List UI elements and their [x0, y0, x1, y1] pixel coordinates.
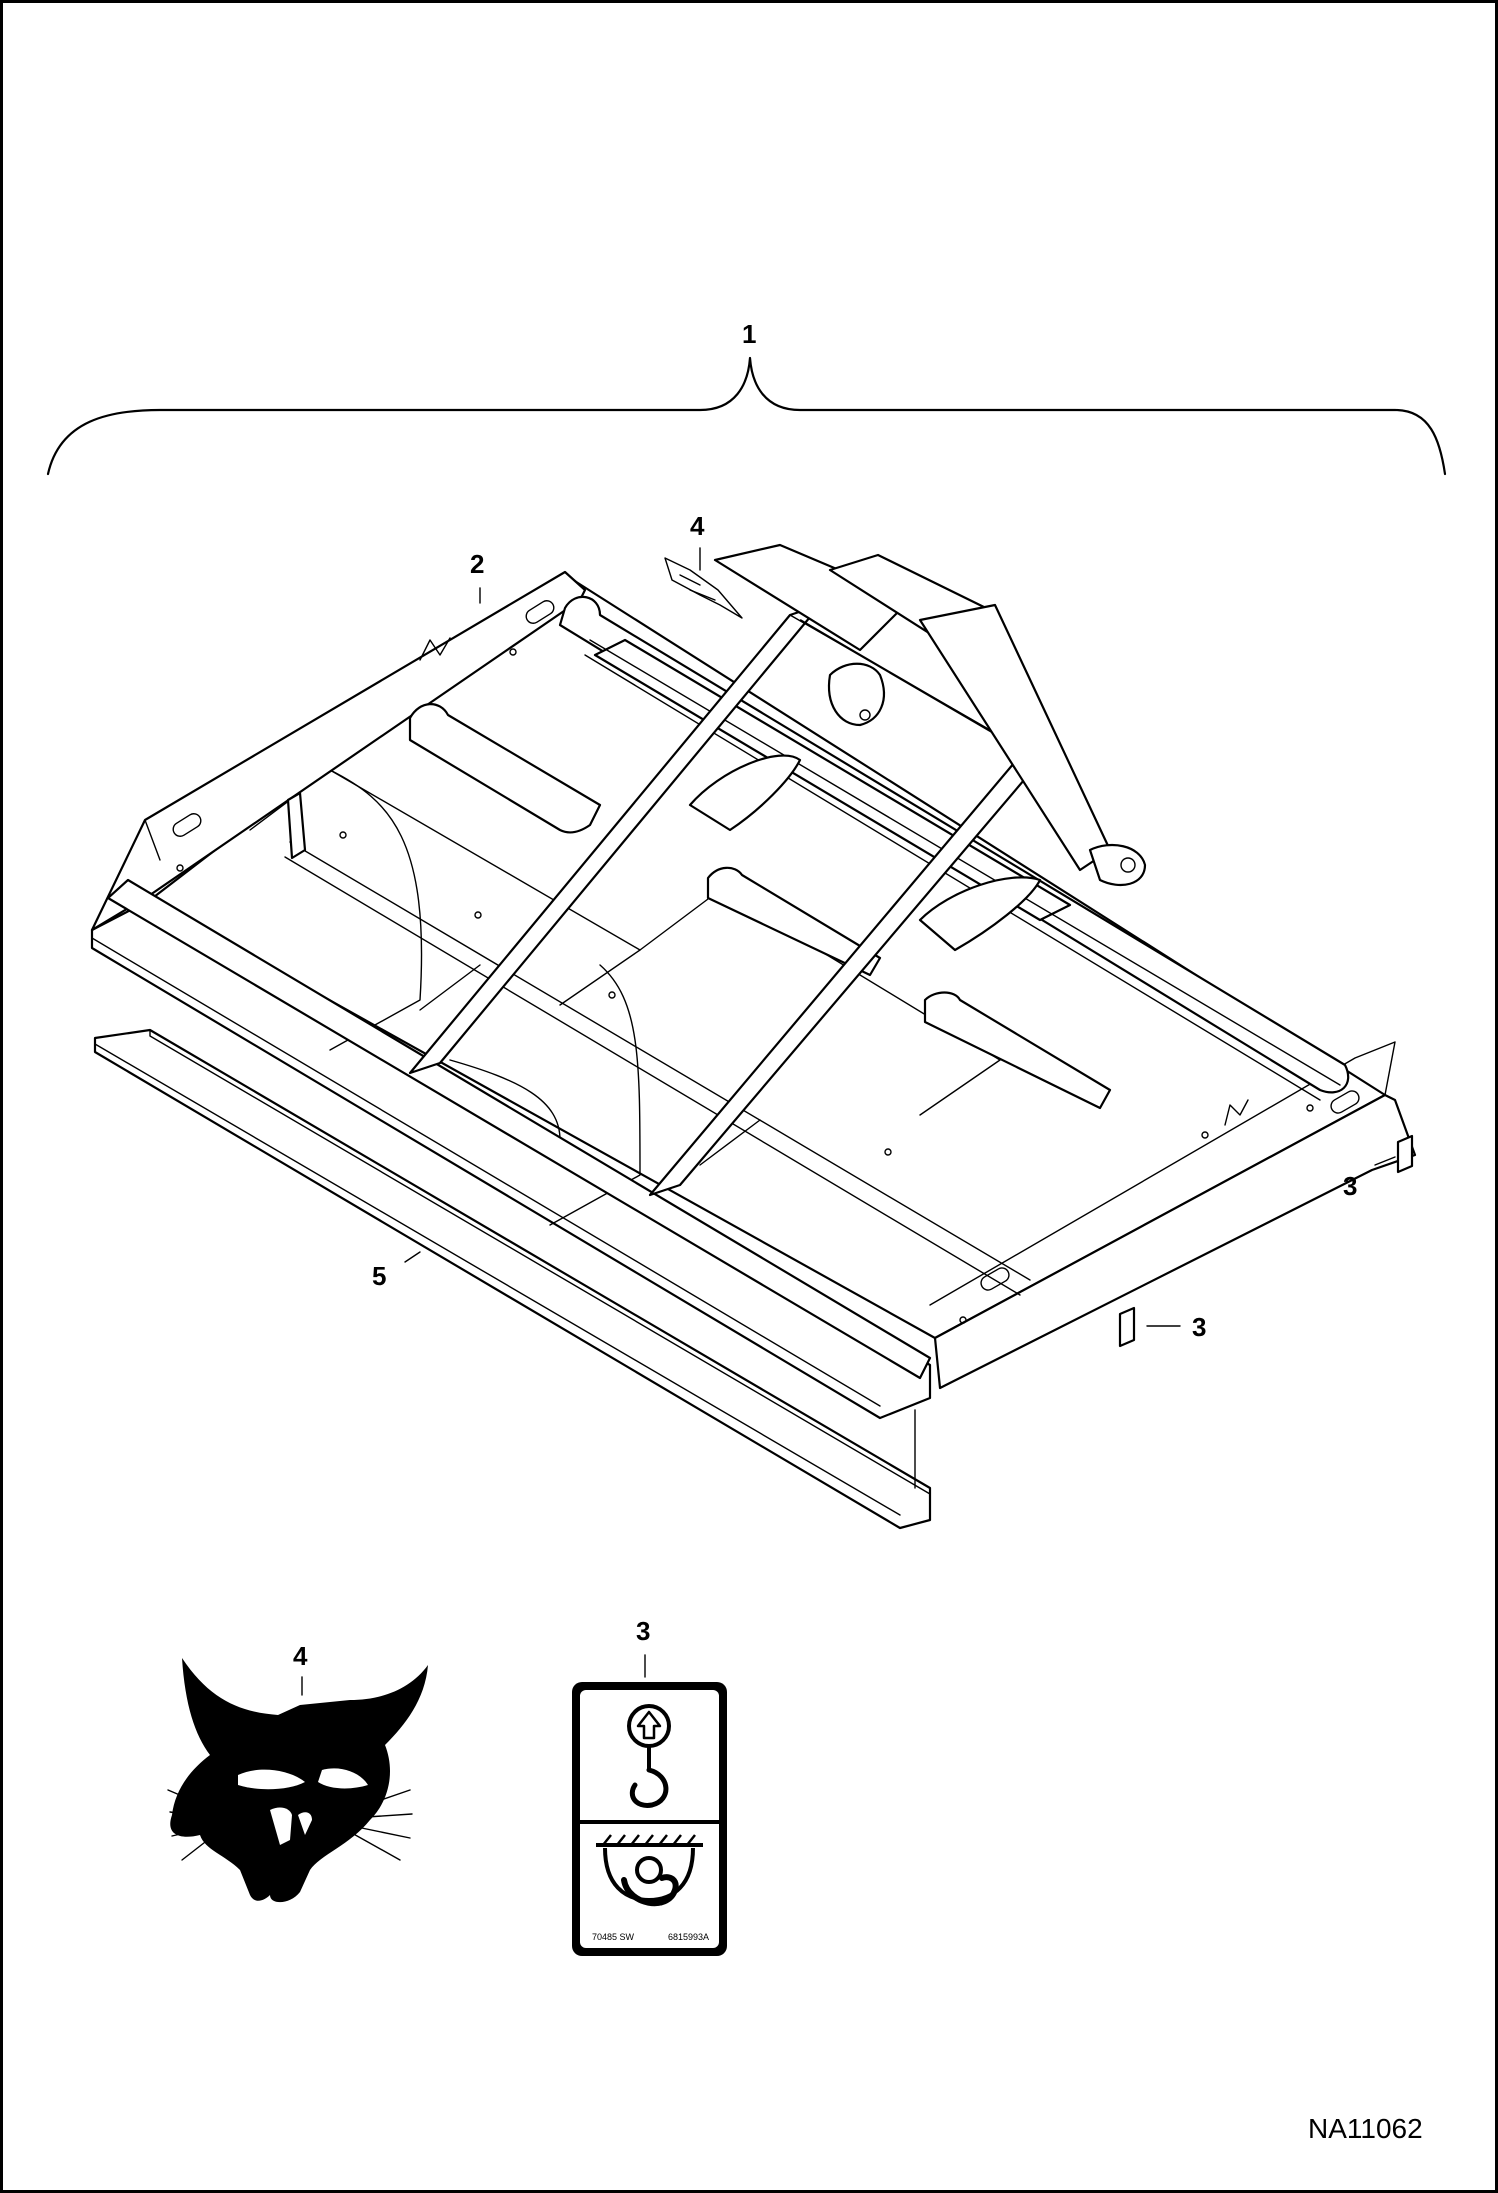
callout-2: 2	[470, 549, 484, 579]
assembly-brace	[46, 356, 1447, 476]
mounting-bracket	[688, 543, 1147, 952]
cutting-edge	[93, 1028, 932, 1530]
callout-3-right: 3	[1343, 1171, 1357, 1201]
push-arms	[408, 603, 1060, 1197]
decal-part-code-right: 6815993A	[668, 1932, 709, 1942]
lift-point-hook-icon	[596, 1834, 703, 1907]
callout-4: 4	[690, 511, 705, 541]
lift-decal-right-side	[1396, 1134, 1414, 1174]
logo-decal-on-part	[664, 557, 743, 619]
callout-5-leader	[404, 1251, 421, 1263]
callout-1: 1	[742, 319, 756, 349]
snow-blade-frame	[90, 570, 1417, 1420]
bobcat-head-logo	[167, 1658, 428, 1903]
lift-hook-arrow-icon	[627, 1704, 671, 1808]
drawing-reference: NA11062	[1308, 2113, 1423, 2144]
callout-3-left: 3	[1192, 1312, 1206, 1342]
callout-3-leader-right	[1374, 1156, 1396, 1166]
callout-3-detail: 3	[636, 1616, 650, 1646]
callout-5: 5	[372, 1261, 386, 1291]
decal-part-code-left: 70485 SW	[592, 1932, 635, 1942]
callout-4-detail: 4	[293, 1641, 308, 1671]
lift-decal-detail: 70485 SW 6815993A	[572, 1682, 727, 1956]
lift-decal-left-side	[1118, 1306, 1136, 1348]
